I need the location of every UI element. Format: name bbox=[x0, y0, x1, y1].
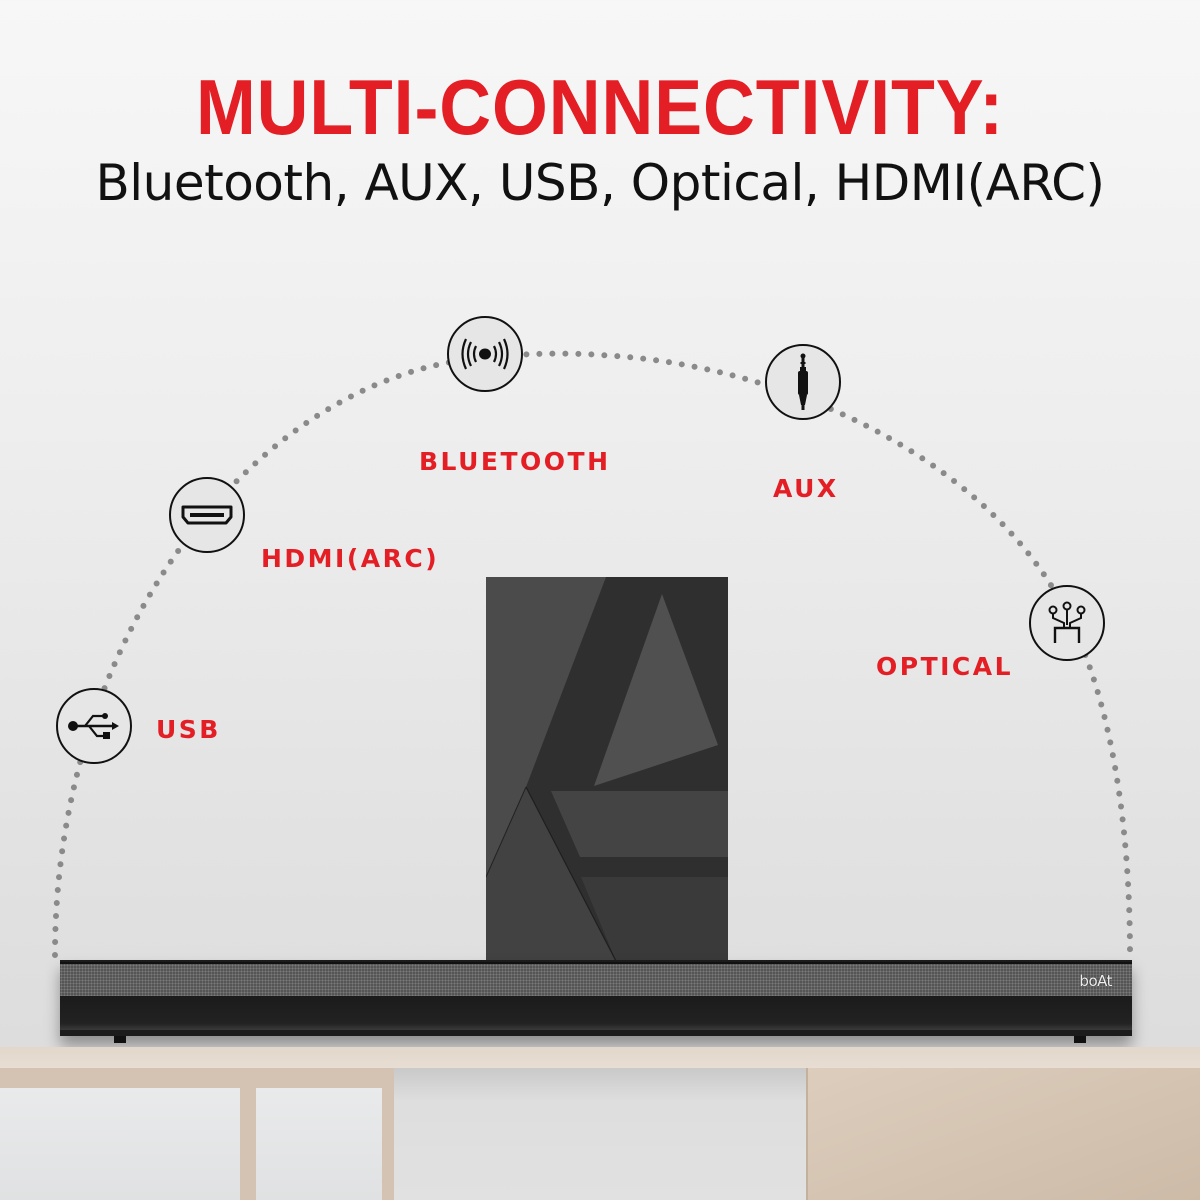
usb-icon-button bbox=[56, 688, 132, 764]
label-aux: AUX bbox=[773, 474, 839, 503]
aux-icon-button bbox=[765, 344, 841, 420]
soundbar-grille bbox=[60, 962, 1132, 998]
subwoofer bbox=[485, 577, 728, 962]
cabinet-glass-panel bbox=[256, 1088, 382, 1200]
label-optical: OPTICAL bbox=[876, 652, 1014, 681]
cabinet-glass-panel bbox=[0, 1088, 240, 1200]
brand-logo: boAt bbox=[1079, 972, 1112, 990]
label-usb: USB bbox=[156, 715, 221, 744]
soundbar-foot-left bbox=[114, 1036, 126, 1043]
label-hdmi: HDMI(ARC) bbox=[261, 544, 440, 573]
cabinet-right bbox=[806, 1068, 1200, 1200]
soundbar-foot-right bbox=[1074, 1036, 1086, 1043]
hdmi-icon-button bbox=[169, 477, 245, 553]
cabinet-middle-opening bbox=[394, 1068, 806, 1200]
soundbar-body bbox=[60, 996, 1132, 1030]
headline-title: MULTI-CONNECTIVITY: bbox=[195, 63, 1005, 151]
optical-icon-button bbox=[1029, 585, 1105, 661]
headline-subtitle: Bluetooth, AUX, USB, Optical, HDMI(ARC) bbox=[95, 154, 1105, 212]
hdmi-port-icon bbox=[181, 505, 233, 525]
cabinet-left bbox=[0, 1068, 394, 1200]
usb-icon bbox=[68, 713, 119, 739]
subwoofer-logo-graphic bbox=[485, 577, 728, 962]
bluetooth-icon-button bbox=[447, 316, 523, 392]
soundbar: boAt bbox=[60, 960, 1132, 1036]
bluetooth-broadcast-icon bbox=[461, 338, 509, 370]
optical-fiber-icon bbox=[1048, 601, 1086, 643]
aux-jack-icon bbox=[798, 353, 808, 410]
label-bluetooth: BLUETOOTH bbox=[419, 447, 611, 476]
